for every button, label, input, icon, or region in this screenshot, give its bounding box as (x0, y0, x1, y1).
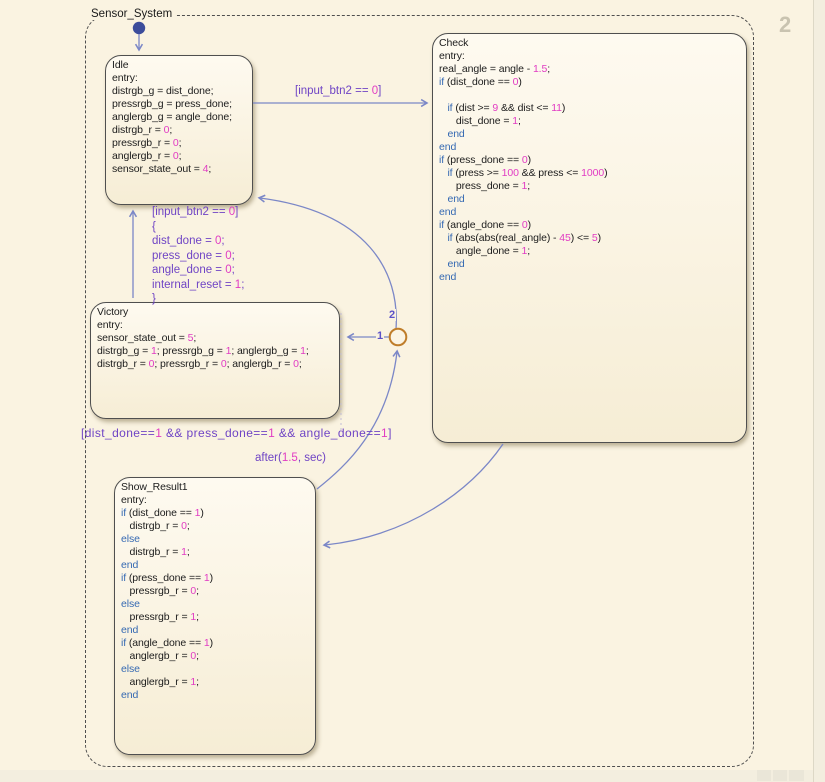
canvas-right-margin (813, 0, 825, 782)
canvas-bottom-margin (0, 770, 813, 782)
label-victory-to-idle[interactable]: [input_btn2 == 0]{dist_done = 0;press_do… (152, 206, 245, 305)
state-victory[interactable]: Victory entry:sensor_state_out = 5;distr… (90, 302, 340, 419)
state-name: Show_Result1 (121, 481, 188, 493)
chart-boundary[interactable] (85, 15, 754, 767)
transition-check-to-show-result1[interactable] (322, 443, 504, 549)
watermark-block (757, 770, 771, 781)
state-show-result1[interactable]: Show_Result1 entry:if (dist_done == 1) d… (114, 477, 316, 755)
chart-title[interactable]: Sensor_System (87, 8, 177, 20)
watermark-block (789, 770, 804, 781)
transition-junction-to-idle[interactable] (257, 194, 397, 330)
state-check[interactable]: Check entry:real_angle = angle - 1.5;if … (432, 33, 747, 443)
default-transition-origin-dot[interactable] (132, 21, 146, 35)
state-name: Idle (112, 59, 129, 71)
chart-badge: 2 (779, 12, 792, 37)
state-code: entry:if (dist_done == 1) distrgb_r = 0;… (121, 494, 214, 701)
label-junction-to-victory-condition[interactable]: [dist_done==1 && press_done==1 && angle_… (81, 426, 392, 440)
state-name: Victory (97, 306, 129, 318)
state-code: entry:distrgb_g = dist_done;pressrgb_g =… (112, 72, 232, 175)
state-idle[interactable]: Idle entry:distrgb_g = dist_done;pressrg… (105, 55, 253, 205)
watermark-block (773, 770, 787, 781)
state-name: Check (439, 37, 469, 49)
state-code: entry:real_angle = angle - 1.5;if (dist_… (439, 50, 608, 283)
label-show-result1-to-junction[interactable]: after(1.5, sec) (255, 452, 326, 464)
transition-show-result1-to-junction[interactable] (316, 349, 401, 490)
transition-order-1[interactable]: 1 (376, 330, 385, 342)
transition-order-2[interactable]: 2 (388, 309, 397, 321)
state-code: entry:sensor_state_out = 5;distrgb_g = 1… (97, 319, 309, 370)
label-idle-to-check[interactable]: [input_btn2 == 0] (295, 85, 382, 97)
connective-junction[interactable] (388, 327, 408, 347)
